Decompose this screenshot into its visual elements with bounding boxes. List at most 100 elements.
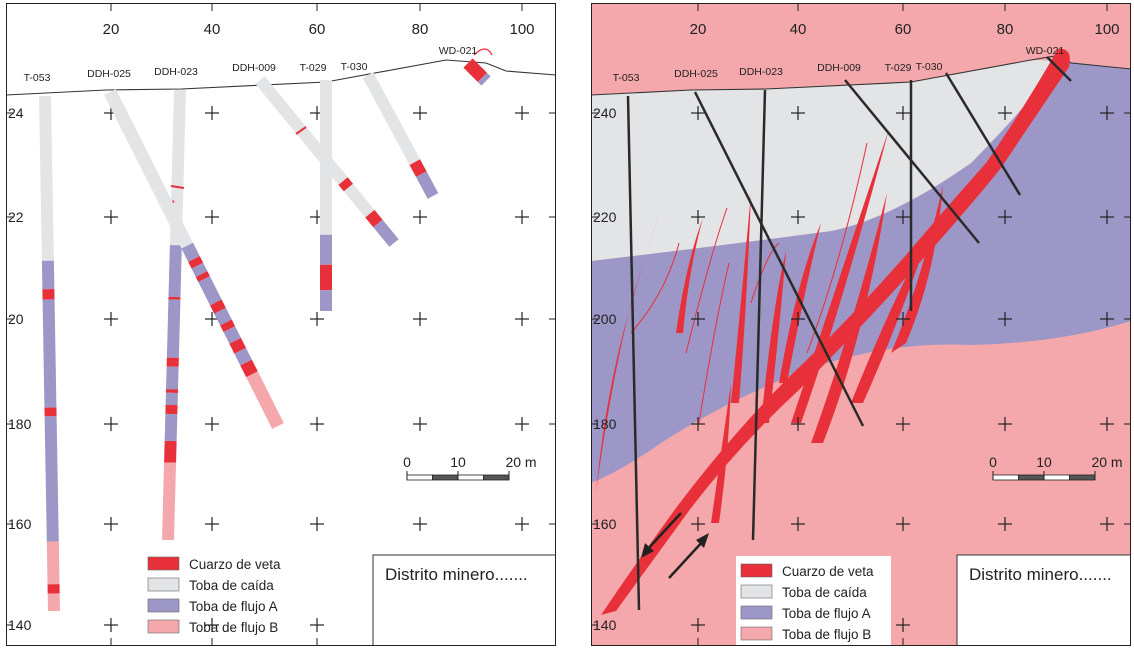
scale-segment bbox=[992, 474, 1019, 481]
x-tick-label: 40 bbox=[204, 21, 221, 38]
log-interval bbox=[365, 209, 383, 228]
drillhole-trace bbox=[626, 95, 641, 611]
y-tick-label: 22 bbox=[8, 209, 24, 225]
scale-segment bbox=[483, 474, 510, 481]
x-tick-label: 60 bbox=[309, 21, 326, 38]
x-tick-label: 100 bbox=[1094, 21, 1119, 38]
grid-cross bbox=[310, 312, 324, 326]
grid-cross bbox=[205, 312, 219, 326]
drillhole-log bbox=[39, 95, 60, 612]
grid-cross bbox=[896, 517, 910, 531]
legend-swatch bbox=[147, 556, 180, 571]
grid-cross bbox=[896, 417, 910, 431]
log-interval bbox=[198, 276, 222, 306]
scale-label: 10 bbox=[1036, 454, 1052, 470]
vein-intercept bbox=[170, 185, 185, 189]
grid-cross bbox=[515, 312, 529, 326]
log-interval bbox=[320, 234, 332, 265]
drillhole-label: DDH-025 bbox=[87, 68, 131, 80]
x-tick-label: 20 bbox=[690, 21, 707, 38]
x-tick-label: 20 bbox=[103, 21, 120, 38]
splay-vein bbox=[761, 251, 786, 423]
log-interval bbox=[165, 392, 178, 406]
thin-vein bbox=[685, 207, 728, 354]
drillhole-trace bbox=[944, 72, 1022, 196]
log-interval bbox=[191, 262, 208, 277]
grid-cross bbox=[413, 517, 427, 531]
x-tick-label: 80 bbox=[412, 21, 429, 38]
y-tick-label: 220 bbox=[593, 209, 617, 225]
scale-segment bbox=[432, 474, 459, 481]
log-interval bbox=[477, 72, 491, 86]
legend-swatch bbox=[740, 563, 773, 578]
log-interval bbox=[47, 584, 60, 594]
drillhole-label: DDH-025 bbox=[674, 68, 718, 80]
grid-cross bbox=[896, 312, 910, 326]
title-block: Distrito minero....... bbox=[956, 554, 1131, 646]
x-tick-label: 100 bbox=[509, 21, 534, 38]
grid-cross bbox=[691, 517, 705, 531]
scale-label: 0 bbox=[989, 454, 997, 470]
log-interval bbox=[41, 260, 55, 290]
grid-cross bbox=[998, 210, 1012, 224]
log-interval bbox=[409, 159, 427, 178]
log-interval bbox=[229, 337, 247, 354]
grid-cross bbox=[998, 517, 1012, 531]
scale-segment bbox=[406, 474, 433, 481]
log-interval bbox=[164, 413, 178, 442]
y-tick-label: 240 bbox=[593, 105, 617, 121]
grid-cross bbox=[791, 210, 805, 224]
legend-label: Cuarzo de veta bbox=[189, 557, 281, 572]
log-interval bbox=[168, 245, 182, 298]
grid-cross bbox=[691, 417, 705, 431]
legend-label: Toba de caída bbox=[189, 578, 274, 593]
grid-cross bbox=[205, 106, 219, 120]
grid-cross bbox=[104, 210, 118, 224]
grid-cross bbox=[998, 106, 1012, 120]
drillhole-log bbox=[162, 89, 186, 541]
y-tick-label: 200 bbox=[593, 311, 617, 327]
grid-cross bbox=[1100, 106, 1114, 120]
drillhole-label: WD-021 bbox=[439, 45, 478, 57]
legend-swatch bbox=[740, 626, 773, 641]
y-tick-label: 140 bbox=[593, 617, 617, 633]
log-interval bbox=[164, 440, 177, 463]
grid-cross bbox=[1100, 417, 1114, 431]
grid-cross bbox=[791, 106, 805, 120]
log-interval bbox=[165, 404, 178, 415]
grid-cross bbox=[413, 106, 427, 120]
log-interval bbox=[42, 289, 55, 300]
drillhole-label: T-053 bbox=[613, 72, 640, 84]
grid-cross bbox=[691, 210, 705, 224]
grid-cross bbox=[104, 517, 118, 531]
log-interval bbox=[373, 219, 399, 247]
grid-cross bbox=[515, 417, 529, 431]
splay-vein bbox=[711, 383, 731, 523]
x-tick-label: 60 bbox=[895, 21, 912, 38]
legend-label: Toba de flujo A bbox=[189, 599, 278, 614]
title-block: Distrito minero....... bbox=[372, 554, 556, 646]
legend-label: Toba de flujo B bbox=[782, 627, 871, 642]
grid-cross bbox=[515, 106, 529, 120]
log-interval bbox=[220, 319, 236, 333]
log-interval bbox=[320, 264, 332, 291]
drillhole-label: T-030 bbox=[916, 61, 943, 73]
scale-label: 10 bbox=[450, 454, 466, 470]
grid-cross bbox=[998, 417, 1012, 431]
y-tick-label: 160 bbox=[8, 516, 32, 532]
y-tick-label: 180 bbox=[593, 416, 617, 432]
scale-segment bbox=[1043, 474, 1070, 481]
fault-arrow-head bbox=[696, 533, 709, 548]
grid-cross bbox=[310, 417, 324, 431]
grid-cross bbox=[791, 517, 805, 531]
log-interval bbox=[47, 593, 60, 612]
legend-label: Toba de flujo A bbox=[782, 606, 871, 621]
toba-caida-area bbox=[591, 60, 1061, 261]
log-interval bbox=[39, 95, 54, 261]
log-interval bbox=[42, 299, 57, 408]
drillhole-trace bbox=[1046, 56, 1072, 82]
grid-cross bbox=[104, 618, 118, 632]
